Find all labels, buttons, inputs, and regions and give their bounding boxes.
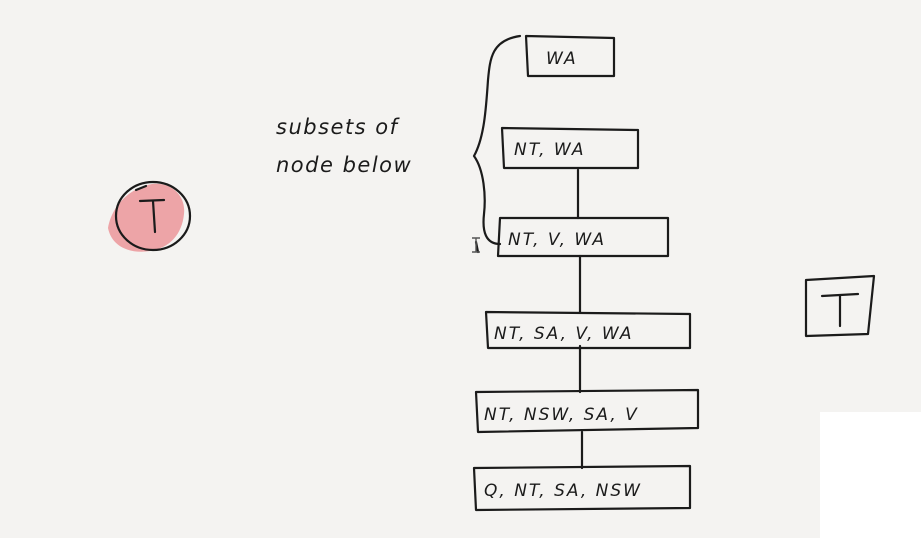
- left-t-symbol: [108, 180, 192, 252]
- t-stem: [151, 199, 157, 234]
- node-label: NT, WA: [514, 140, 585, 160]
- t-bar: [138, 198, 166, 203]
- node-box: [500, 126, 640, 170]
- node-label: Q, NT, SA, NSW: [484, 481, 642, 501]
- node-box: [472, 464, 692, 512]
- node-box: [524, 34, 616, 78]
- t-circle: [114, 180, 192, 252]
- node-label: NT, V, WA: [508, 230, 606, 250]
- node-nt-wa: NT, WA: [500, 126, 640, 170]
- node-label: NT, SA, V, WA: [494, 324, 634, 344]
- text-cursor-icon: [472, 237, 480, 253]
- annotation-line1: subsets of: [276, 115, 401, 139]
- node-label: NT, NSW, SA, V: [484, 405, 639, 425]
- node-label: WA: [546, 49, 578, 69]
- t-box: [804, 274, 876, 338]
- right-t-symbol: [804, 274, 876, 338]
- node-box: [474, 388, 700, 434]
- highlight-blob: [108, 183, 185, 252]
- annotation-line2: node below: [276, 153, 412, 177]
- node-nt-nsw-sa-v: NT, NSW, SA, V: [474, 388, 700, 434]
- node-box: [484, 310, 692, 350]
- node-nt-sa-v-wa: NT, SA, V, WA: [484, 310, 692, 350]
- corner-overlay: [820, 412, 921, 538]
- t-tick: [134, 184, 148, 192]
- curly-brace: [472, 34, 522, 246]
- node-q-nt-sa-nsw: Q, NT, SA, NSW: [472, 464, 692, 512]
- node-wa: WA: [524, 34, 616, 78]
- node-nt-v-wa: NT, V, WA: [496, 216, 670, 258]
- node-box: [496, 216, 670, 258]
